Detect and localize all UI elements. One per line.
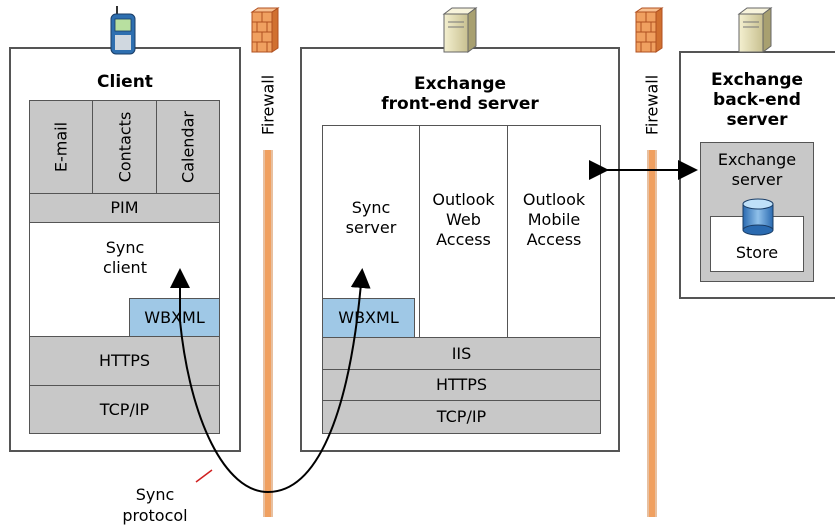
backend-exchange-server-label: Exchange server — [717, 150, 797, 189]
frontend-oma-label: Outlook Mobile Access — [522, 190, 586, 249]
firewall-icon-1 — [250, 7, 280, 53]
backend-title: Exchange back-end server — [710, 70, 804, 130]
client-app-contacts: Contacts — [92, 100, 157, 194]
firewall-pole-1 — [263, 150, 273, 517]
mobile-phone-icon — [110, 6, 136, 55]
frontend-title: Exchange front-end server — [381, 74, 539, 114]
frontend-server-icon — [442, 7, 478, 53]
sync-protocol-curve — [170, 268, 371, 494]
frontend-sync-server-label: Sync server — [345, 198, 397, 237]
client-tcpip: TCP/IP — [29, 385, 220, 434]
database-icon — [742, 198, 774, 236]
firewall-pole-2 — [647, 150, 657, 517]
client-app-calendar: Calendar — [156, 100, 220, 194]
frontend-tcpip: TCP/IP — [322, 400, 601, 434]
client-sync-client-label: Sync client — [103, 238, 147, 277]
client-pim: PIM — [29, 193, 220, 223]
backend-store-label: Store — [735, 243, 779, 262]
client-wbxml: WBXML — [129, 298, 220, 337]
backend-server-icon — [737, 7, 773, 53]
client-app-email: E-mail — [29, 100, 93, 194]
frontend-owa-box — [419, 125, 508, 338]
sync-protocol-label: Sync protocol — [122, 485, 188, 525]
client-title: Client — [97, 72, 153, 92]
frontend-owa-label: Outlook Web Access — [432, 190, 495, 249]
firewall-icon-2 — [634, 7, 664, 53]
frontend-oma-box — [507, 125, 601, 338]
